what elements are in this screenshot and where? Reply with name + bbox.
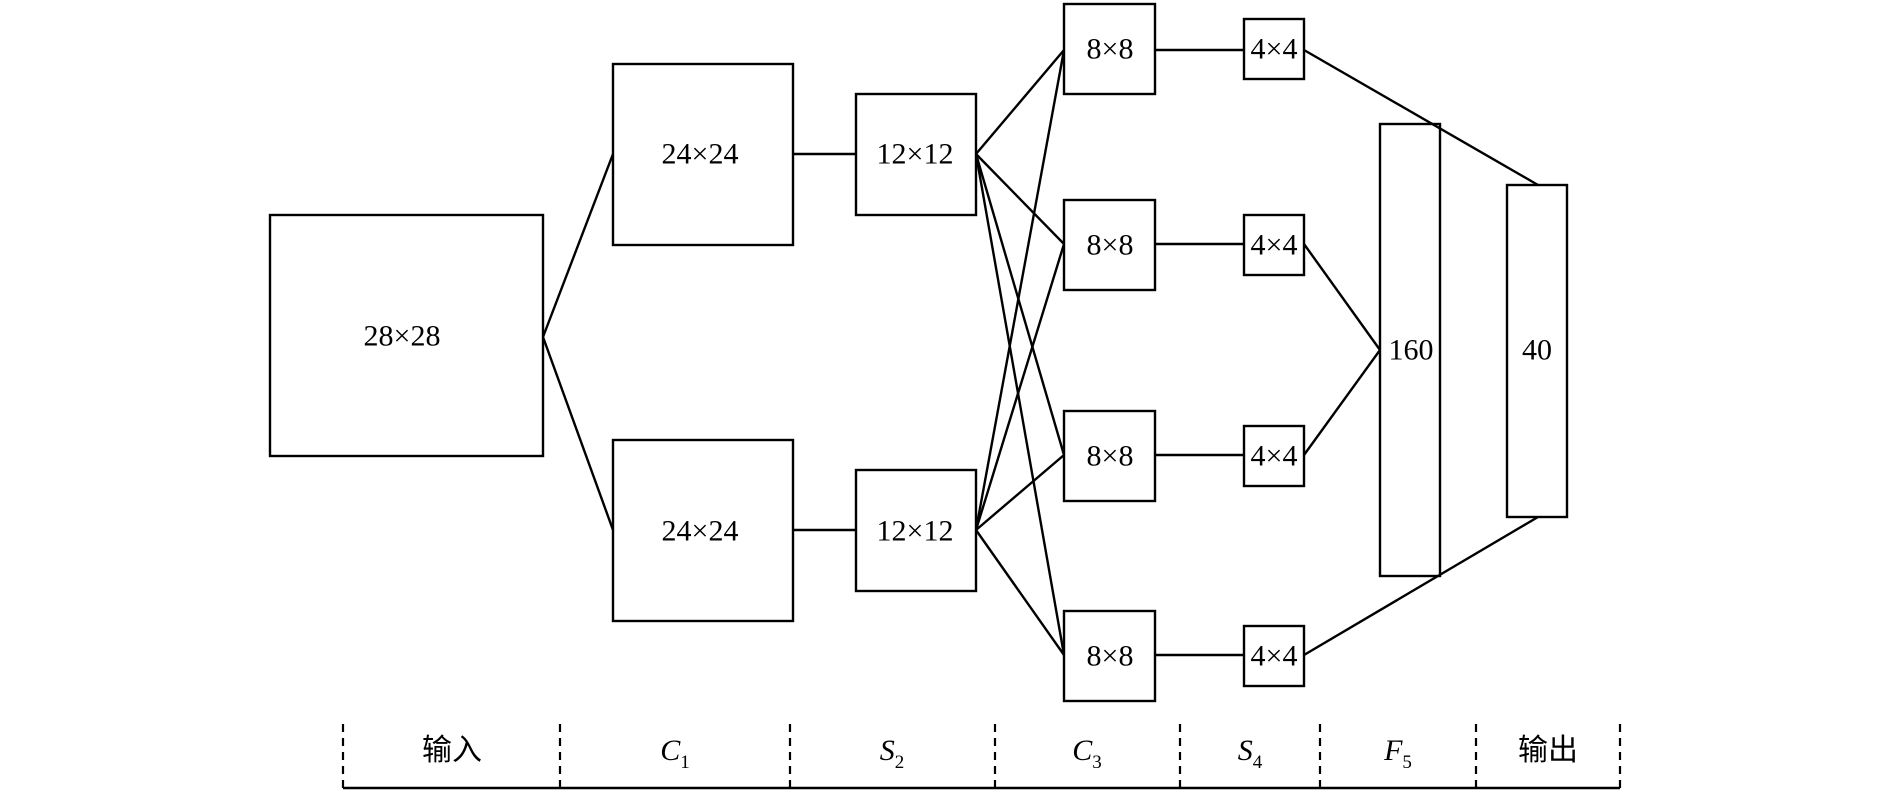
node-c3-1: 8×8 bbox=[1062, 2, 1157, 96]
node-s4-4-label: 4×4 bbox=[1251, 640, 1298, 673]
node-c3-1-label: 8×8 bbox=[1087, 33, 1134, 66]
node-output-label: 40 bbox=[1522, 334, 1552, 367]
node-c1-top: 24×24 bbox=[611, 62, 795, 247]
node-c3-4-label: 8×8 bbox=[1087, 640, 1134, 673]
node-s4-3: 4×4 bbox=[1242, 424, 1306, 488]
node-s4-4: 4×4 bbox=[1242, 624, 1306, 688]
node-c3-3-label: 8×8 bbox=[1087, 440, 1134, 473]
edge-s4-4-output bbox=[1303, 515, 1539, 657]
node-output: 40 bbox=[1505, 183, 1569, 519]
node-s4-2-label: 4×4 bbox=[1251, 229, 1298, 262]
node-input-label: 28×28 bbox=[364, 320, 441, 353]
node-c1-bottom-label: 24×24 bbox=[662, 515, 739, 548]
edge-s4-1-output bbox=[1303, 48, 1539, 187]
edge-s2-top-c3-3 bbox=[974, 153, 1066, 456]
node-s2-top: 12×12 bbox=[854, 92, 978, 217]
node-s4-1: 4×4 bbox=[1242, 17, 1306, 81]
node-c1-bottom: 24×24 bbox=[611, 438, 795, 623]
node-s2-top-label: 12×12 bbox=[877, 138, 954, 171]
node-c3-4: 8×8 bbox=[1062, 609, 1157, 703]
node-s4-2: 4×4 bbox=[1242, 213, 1306, 277]
edge-s2-bottom-c3-4 bbox=[975, 529, 1065, 656]
stage-label-f5: F5 bbox=[1383, 734, 1412, 773]
node-c3-2: 8×8 bbox=[1062, 198, 1157, 292]
edge-s2-top-c3-4 bbox=[974, 153, 1066, 656]
node-c3-2-label: 8×8 bbox=[1087, 229, 1134, 262]
node-s4-1-label: 4×4 bbox=[1251, 33, 1298, 66]
edge-input-c1-bottom bbox=[541, 336, 615, 531]
edge-s2-top-c3-1 bbox=[975, 49, 1065, 155]
edge-s4-3-f5 bbox=[1303, 349, 1381, 456]
connection-edges bbox=[541, 48, 1539, 657]
stage-label-c3: C3 bbox=[1072, 734, 1102, 773]
edge-s2-top-c3-2 bbox=[975, 153, 1065, 245]
stage-label-input: 输入 bbox=[422, 734, 482, 767]
stage-label-c1: C1 bbox=[660, 734, 690, 773]
edge-s2-bottom-c3-2 bbox=[974, 243, 1066, 531]
stage-label-s4: S4 bbox=[1238, 734, 1263, 773]
edge-input-c1-top bbox=[541, 153, 615, 338]
edge-s2-bottom-c3-1 bbox=[974, 49, 1066, 531]
edge-s4-2-f5 bbox=[1303, 243, 1381, 351]
stage-axis: 输入 C1 S2 C3 S4 F5 输出 bbox=[341, 724, 1622, 790]
edge-s2-bottom-c3-3 bbox=[975, 454, 1065, 531]
node-f5-label: 160 bbox=[1389, 334, 1434, 367]
node-s2-bottom: 12×12 bbox=[854, 468, 978, 593]
node-s4-3-label: 4×4 bbox=[1251, 440, 1298, 473]
node-f5: 160 bbox=[1378, 122, 1442, 578]
node-c3-3: 8×8 bbox=[1062, 409, 1157, 503]
node-c1-top-label: 24×24 bbox=[662, 138, 739, 171]
stage-label-s2: S2 bbox=[880, 734, 905, 773]
node-s2-bottom-label: 12×12 bbox=[877, 515, 954, 548]
stage-label-output: 输出 bbox=[1518, 734, 1578, 767]
node-input: 28×28 bbox=[268, 213, 545, 458]
